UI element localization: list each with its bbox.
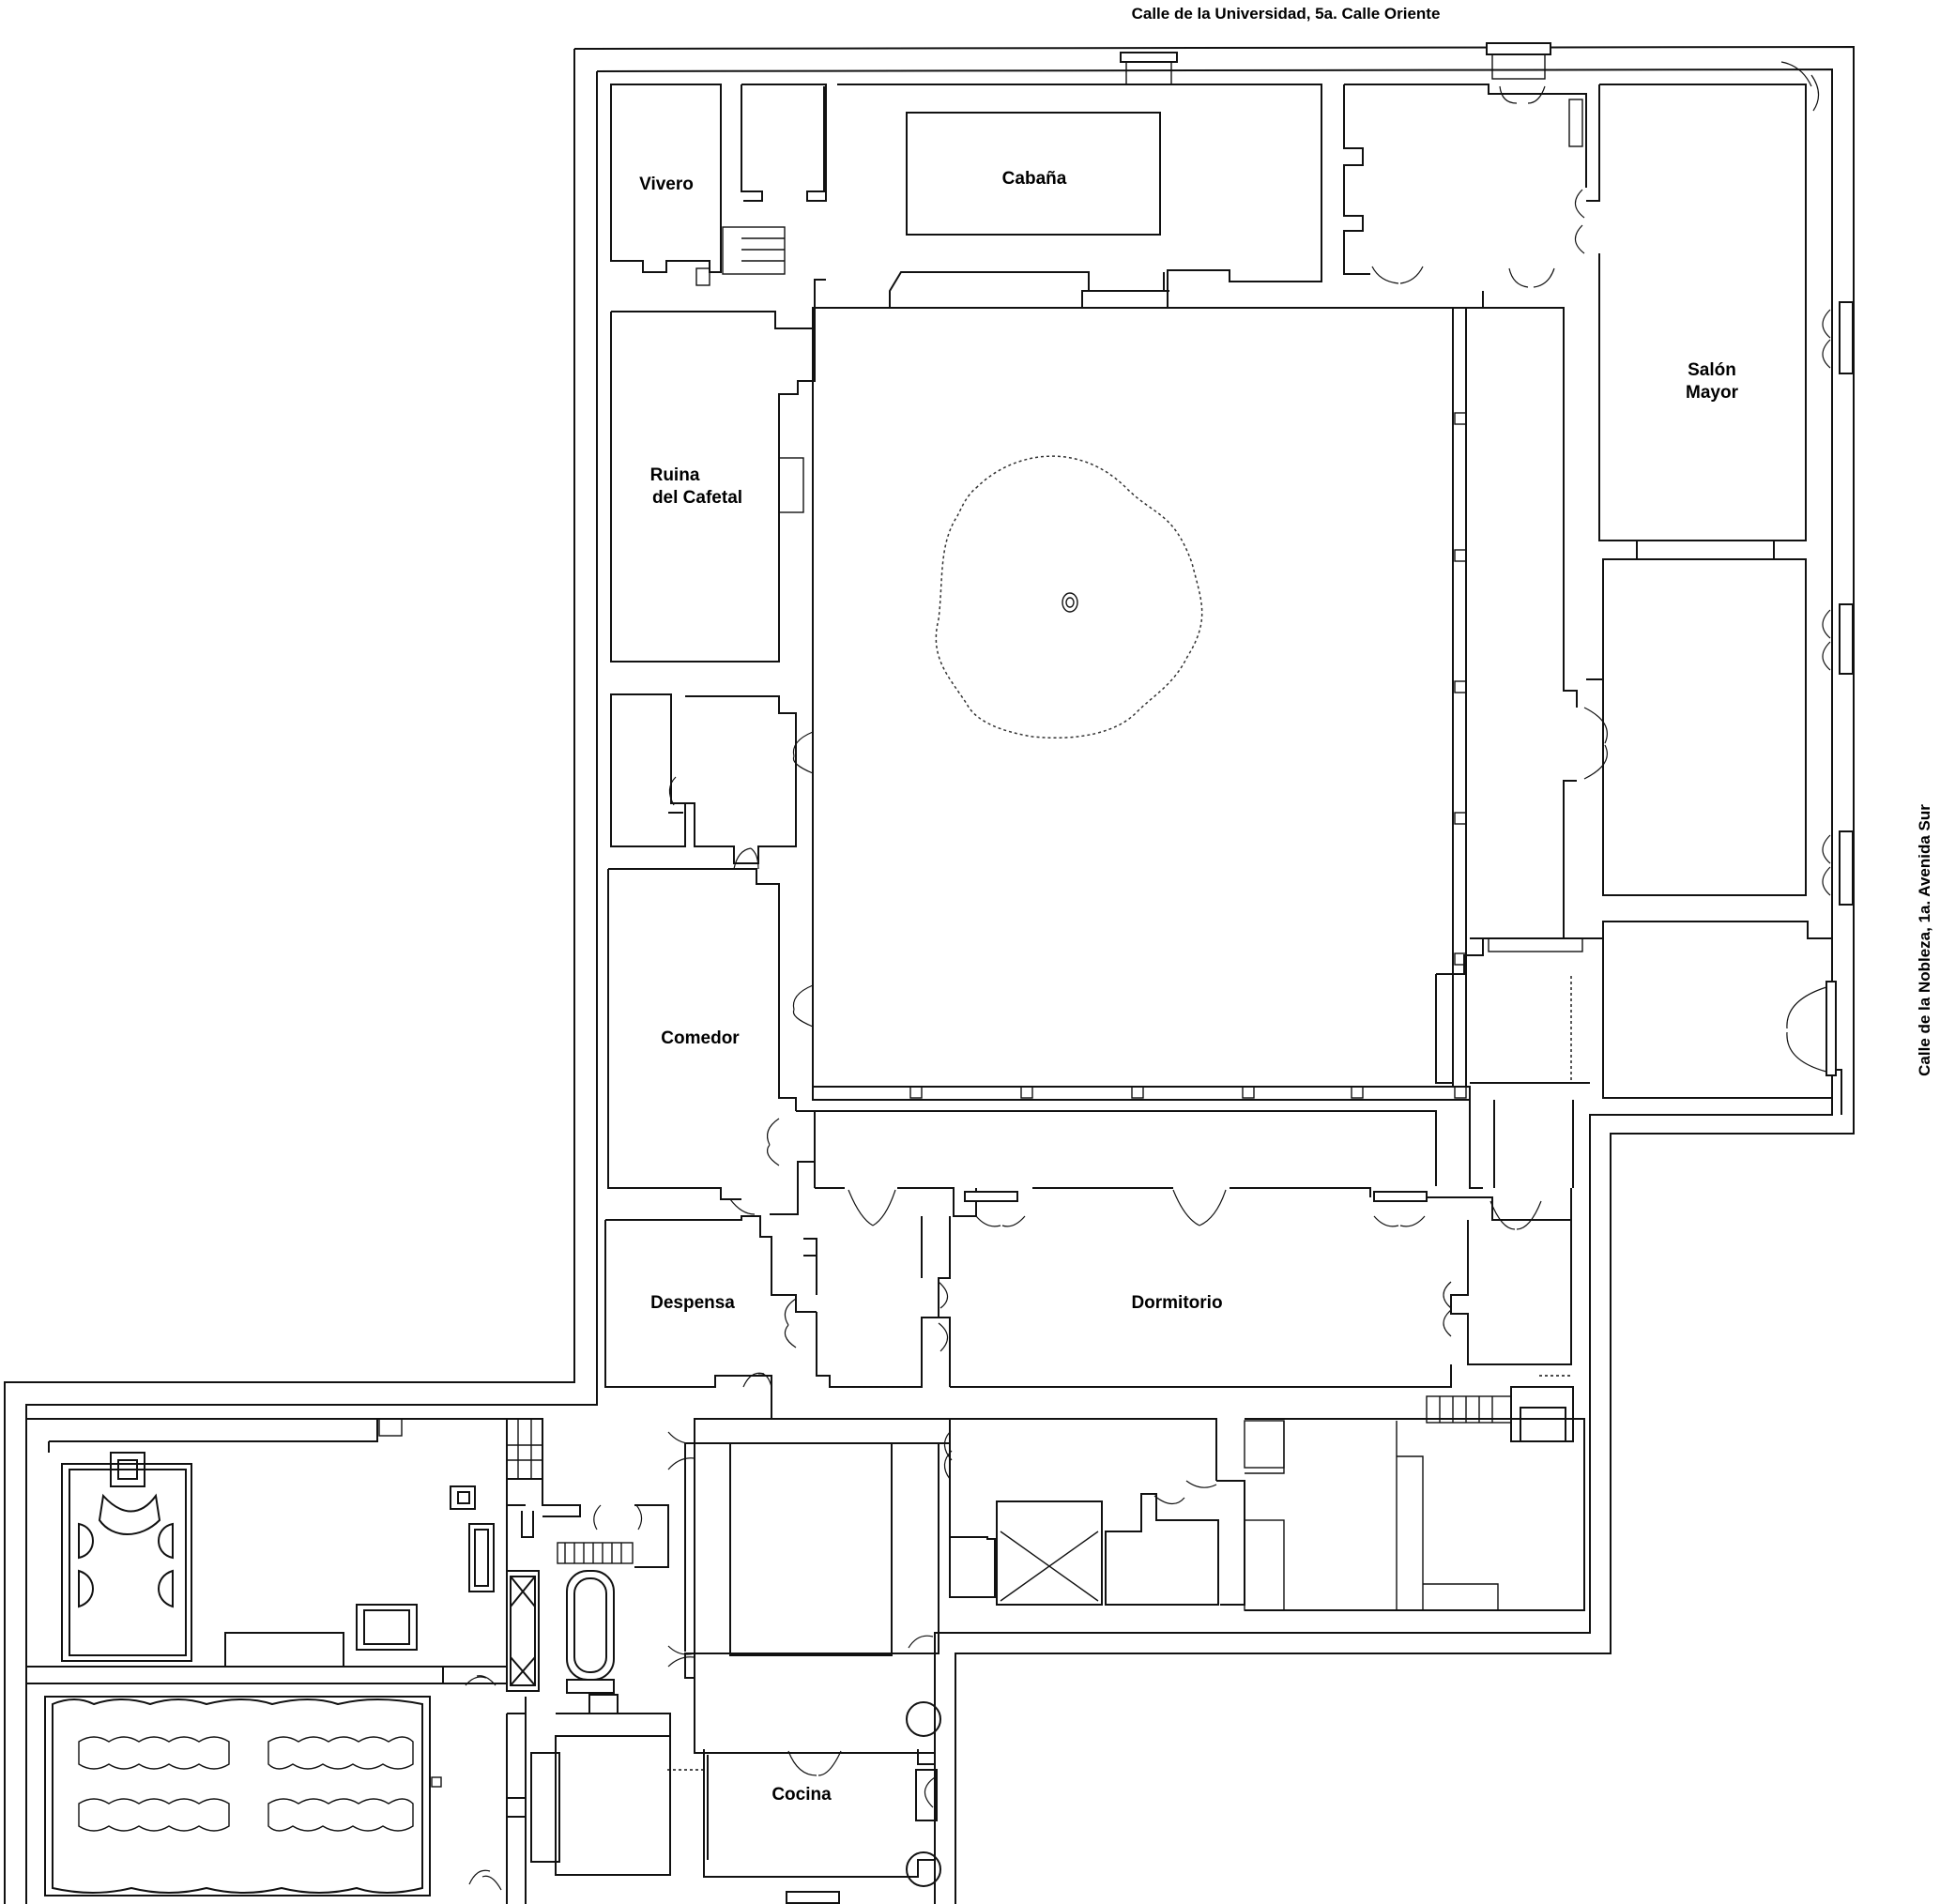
columns-east xyxy=(1454,412,1467,1099)
room-label-dormitorio: Dormitorio xyxy=(1131,1293,1222,1313)
outer-walls xyxy=(4,45,1855,1904)
north-wing xyxy=(610,42,1587,309)
door-swings xyxy=(465,61,1831,1891)
room-label-comedor: Comedor xyxy=(661,1028,740,1048)
bath-stair xyxy=(557,1542,634,1564)
room-label-cocina: Cocina xyxy=(771,1785,832,1805)
west-wing xyxy=(604,279,826,1419)
cocina xyxy=(666,1701,941,1904)
courtyard xyxy=(812,307,1471,1101)
south-east-rooms xyxy=(949,1418,1585,1611)
north-street-label: Calle de la Universidad, 5a. Calle Orien… xyxy=(1132,5,1441,23)
garden-rooms xyxy=(25,1418,508,1896)
east-street-label: Calle de la Nobleza, 1a. Avenida Sur xyxy=(1916,804,1933,1076)
fountain-center xyxy=(1062,592,1078,613)
room-label-ruina-2: del Cafetal xyxy=(652,488,742,508)
kitchen-court xyxy=(684,1418,951,1754)
north-stair xyxy=(722,226,786,275)
room-label-salon-mayor-2: Mayor xyxy=(1686,383,1739,403)
south-central xyxy=(796,1110,1574,1442)
columns-south xyxy=(909,1086,1364,1099)
parterre xyxy=(61,1452,192,1662)
labels: Calle de la Universidad, 5a. Calle Orien… xyxy=(639,5,1933,1805)
room-label-ruina-1: Ruina xyxy=(650,465,700,485)
room-label-despensa: Despensa xyxy=(650,1293,735,1313)
room-label-cabana: Cabaña xyxy=(1002,169,1067,189)
south-west-block xyxy=(506,1418,695,1904)
room-label-vivero: Vivero xyxy=(639,175,694,194)
garden-beds xyxy=(44,1696,431,1896)
room-label-salon-mayor-1: Salón xyxy=(1688,360,1736,380)
east-wing xyxy=(1435,84,1854,1189)
